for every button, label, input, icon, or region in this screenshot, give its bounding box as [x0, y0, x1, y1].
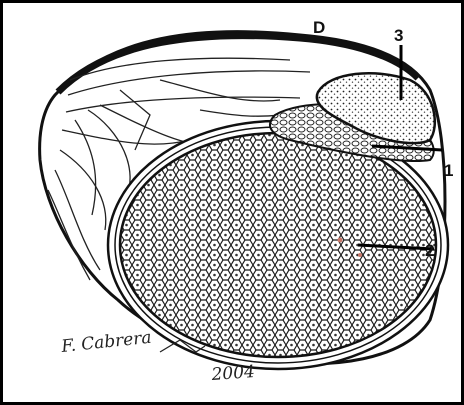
signature-name: F. Cabrera [59, 328, 152, 357]
callout-1-label: 1 [444, 161, 453, 180]
orientation-label: D [313, 18, 325, 37]
main-fascicle [120, 133, 436, 357]
signature-year: 2004 [210, 362, 256, 385]
callout-2-label: 2 [425, 241, 434, 260]
callout-3-label: 3 [394, 26, 403, 45]
